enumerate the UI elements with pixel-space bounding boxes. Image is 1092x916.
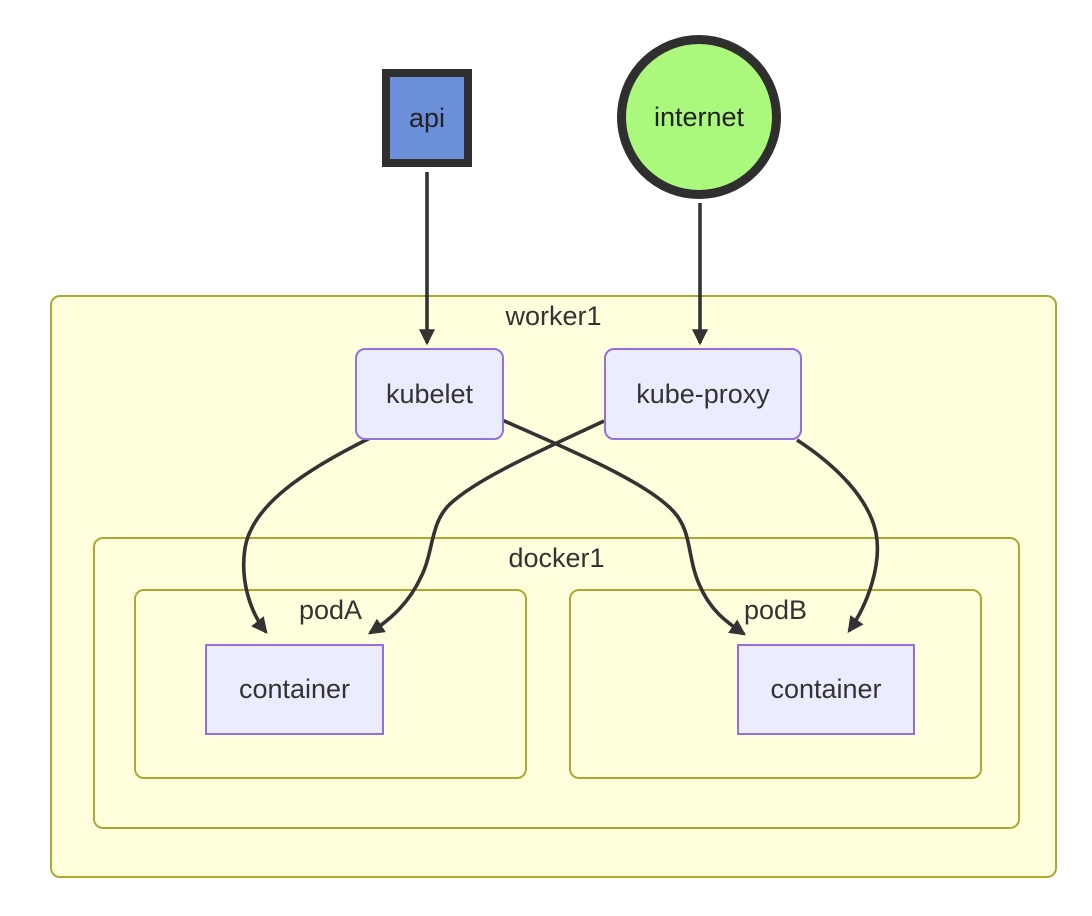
worker1-cluster: worker1 kubelet kube-proxy docker1 podA … <box>50 295 1057 878</box>
docker1-cluster: docker1 podA container podB container <box>93 537 1020 829</box>
poda-cluster-label: podA <box>298 595 363 625</box>
poda-cluster: podA container <box>134 589 527 779</box>
podb-cluster-label: podB <box>743 595 808 625</box>
kube-proxy-node-label: kube-proxy <box>636 378 770 409</box>
kube-proxy-node: kube-proxy <box>604 348 802 440</box>
container-node-poda-label: container <box>238 674 351 704</box>
kubelet-node: kubelet <box>355 348 504 440</box>
container-node-poda: container <box>205 644 384 735</box>
kubelet-node-label: kubelet <box>385 378 474 409</box>
worker1-cluster-label: worker1 <box>505 301 602 331</box>
api-node-label: api <box>408 102 446 133</box>
internet-node: internet <box>617 35 781 199</box>
container-node-podb: container <box>737 644 915 735</box>
internet-node-label: internet <box>653 101 745 132</box>
podb-cluster: podB container <box>569 589 982 779</box>
api-node: api <box>382 69 472 167</box>
docker1-cluster-label: docker1 <box>508 543 605 573</box>
container-node-podb-label: container <box>770 674 882 704</box>
